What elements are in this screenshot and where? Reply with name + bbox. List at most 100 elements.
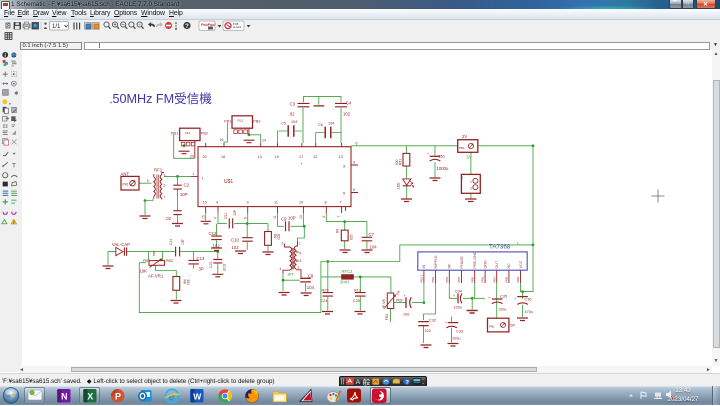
svg-text:14: 14 — [258, 155, 262, 159]
svg-text:C14: C14 — [169, 239, 173, 245]
svg-text:P: P — [115, 391, 121, 401]
svg-text:+: + — [514, 297, 516, 301]
svg-text:15: 15 — [203, 201, 207, 205]
svg-text:VCC: VCC — [519, 260, 523, 268]
svg-text:120u: 120u — [498, 308, 506, 312]
svg-text:1: 1 — [164, 195, 166, 199]
svg-text:PB2: PB2 — [431, 276, 435, 282]
svg-text:C51: C51 — [438, 153, 446, 158]
svg-text:OUT: OUT — [495, 260, 499, 269]
svg-text:R13: R13 — [354, 289, 361, 293]
svg-text:+: + — [445, 321, 447, 325]
svg-text:PHASE: PHASE — [460, 255, 464, 268]
svg-text:PB8: PB8 — [505, 276, 509, 282]
svg-text:10P: 10P — [288, 215, 296, 220]
svg-text:VAL-CAP: VAL-CAP — [112, 242, 130, 247]
svg-text:+: + — [404, 294, 406, 298]
svg-text:PB6: PB6 — [481, 276, 485, 282]
svg-text:FIL2: FIL2 — [238, 118, 244, 122]
svg-text:16: 16 — [221, 155, 225, 159]
svg-text:4: 4 — [214, 217, 218, 219]
svg-text:PCB: PCB — [233, 22, 239, 26]
svg-text:104: 104 — [291, 120, 297, 124]
svg-text:20: 20 — [203, 155, 207, 159]
svg-text:PB1.1: PB1.1 — [420, 274, 424, 283]
svg-text:10: 10 — [299, 215, 303, 219]
svg-text:C15: C15 — [209, 262, 213, 268]
svg-text:20: 20 — [190, 155, 194, 159]
svg-text:4: 4 — [280, 267, 282, 271]
svg-text:C24: C24 — [321, 299, 328, 303]
svg-text:2: 2 — [164, 184, 166, 188]
svg-text:820: 820 — [350, 234, 354, 240]
svg-text:104: 104 — [307, 285, 315, 290]
svg-text:U$1: U$1 — [224, 179, 233, 185]
svg-text:.02: .02 — [165, 216, 172, 221]
svg-text:1: 1 — [202, 177, 204, 181]
svg-text:PB3: PB3 — [385, 314, 389, 320]
svg-text:1: 1 — [462, 176, 464, 180]
svg-text:C13: C13 — [197, 256, 205, 261]
svg-text:C34: C34 — [455, 289, 462, 293]
svg-text:X: X — [87, 391, 93, 401]
svg-text:820: 820 — [186, 280, 190, 286]
svg-text:11: 11 — [274, 201, 278, 205]
svg-text:C4: C4 — [346, 101, 352, 106]
svg-text:e: e — [169, 391, 175, 403]
svg-text:般: 般 — [363, 376, 371, 385]
svg-text:14: 14 — [262, 139, 266, 143]
svg-text:PB2: PB2 — [253, 119, 260, 123]
svg-text:PcbPool: PcbPool — [201, 23, 216, 27]
svg-text:C25: C25 — [353, 299, 360, 303]
svg-text:RF1: RF1 — [154, 167, 163, 172]
svg-text:N: N — [61, 391, 68, 401]
svg-text:100u: 100u — [454, 305, 462, 309]
svg-text:.02: .02 — [289, 112, 296, 117]
svg-text:6: 6 — [282, 242, 284, 246]
svg-text:IN: IN — [422, 264, 426, 268]
svg-text:PB2: PB2 — [152, 250, 156, 256]
svg-text:R51: R51 — [399, 159, 403, 165]
svg-text:C12: C12 — [209, 231, 217, 236]
svg-text:?: ? — [405, 380, 409, 386]
svg-text:C10: C10 — [231, 238, 239, 243]
svg-text:+: + — [301, 161, 304, 166]
svg-text:102: 102 — [425, 329, 431, 333]
svg-text:470u: 470u — [525, 310, 533, 314]
svg-text:10P: 10P — [180, 192, 188, 197]
svg-text:9: 9 — [343, 165, 345, 169]
svg-text:PB7: PB7 — [492, 276, 496, 282]
svg-text:NC: NC — [507, 263, 511, 269]
svg-text:PB1: PB1 — [171, 132, 178, 136]
svg-text:R8: R8 — [183, 280, 187, 284]
svg-text:19: 19 — [275, 155, 279, 159]
svg-text:service: service — [233, 25, 242, 29]
svg-text:8: 8 — [322, 216, 326, 218]
svg-text:10P: 10P — [181, 238, 185, 245]
svg-text:10k: 10k — [395, 290, 401, 297]
svg-text:C9: C9 — [281, 217, 287, 222]
svg-text:102: 102 — [213, 244, 221, 249]
svg-text:+: + — [488, 296, 490, 300]
svg-text:A: A — [356, 379, 361, 386]
svg-text:C35: C35 — [500, 295, 507, 299]
svg-text:W: W — [193, 391, 202, 401]
svg-text:RIPPLE: RIPPLE — [434, 255, 438, 269]
svg-text:102: 102 — [232, 245, 240, 250]
svg-text:17: 17 — [299, 155, 303, 159]
svg-text:C36: C36 — [525, 298, 532, 302]
svg-text:1: 1 — [193, 172, 195, 176]
svg-text:100u: 100u — [452, 337, 460, 341]
svg-text:5: 5 — [343, 192, 345, 196]
svg-text:3: 3 — [164, 173, 166, 177]
svg-text:PB1: PB1 — [459, 146, 465, 150]
svg-text:PB2: PB2 — [396, 299, 403, 303]
svg-text:2V: 2V — [462, 134, 467, 139]
svg-text:106: 106 — [403, 313, 409, 317]
svg-text:9: 9 — [353, 161, 355, 165]
svg-text:FIL1: FIL1 — [185, 131, 191, 135]
svg-text:820: 820 — [277, 234, 281, 240]
svg-text:1: 1 — [470, 180, 472, 184]
svg-text:11: 11 — [273, 215, 277, 219]
svg-text:2: 2 — [470, 187, 472, 191]
